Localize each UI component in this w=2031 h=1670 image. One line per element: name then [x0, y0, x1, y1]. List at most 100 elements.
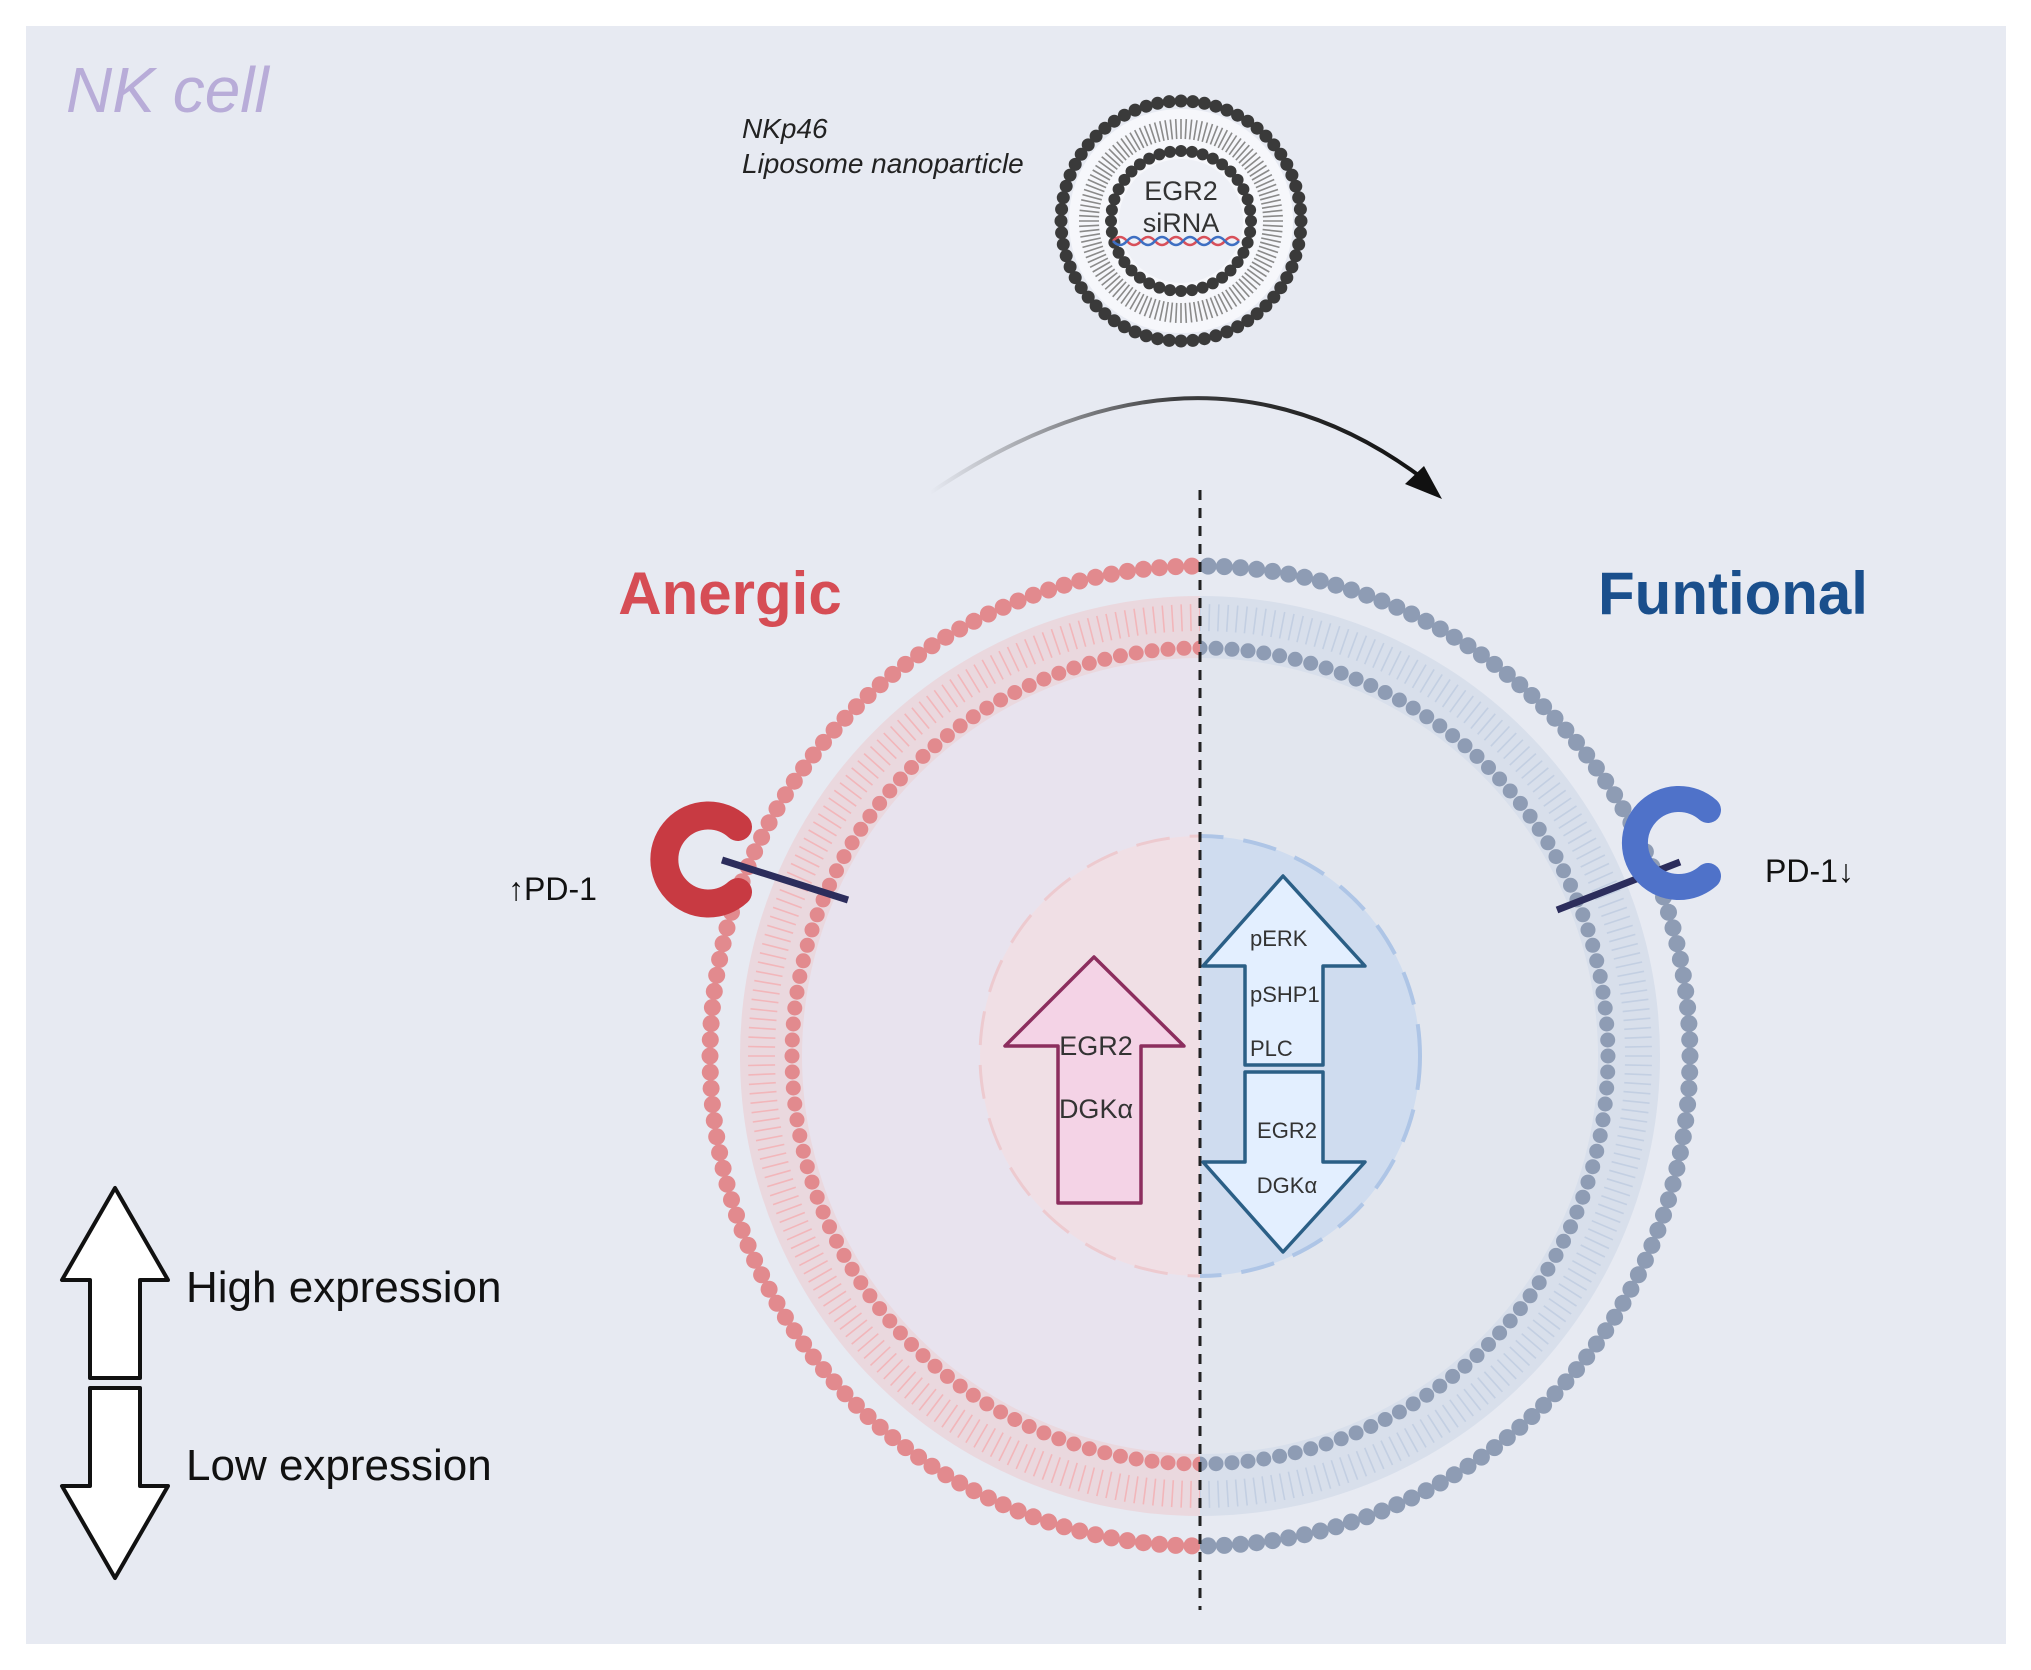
membrane-lipid-tail	[776, 1203, 802, 1215]
membrane-lipid-tail	[957, 1414, 973, 1439]
membrane-lipid-head	[1469, 1348, 1485, 1364]
membrane-lipid-head	[809, 907, 825, 923]
membrane-lipid-head	[746, 1251, 764, 1269]
liposome-lipid-tail	[1193, 301, 1198, 322]
membrane-lipid-head	[714, 1159, 732, 1177]
membrane-lipid-head	[1531, 821, 1547, 837]
liposome-lipid-tail	[1213, 127, 1224, 147]
membrane-lipid-tail	[1449, 1399, 1467, 1423]
membrane-lipid-head	[1071, 1522, 1089, 1540]
membrane-lipid-tail	[772, 1195, 799, 1206]
liposome-lipid-head	[1280, 271, 1294, 285]
liposome-lipid-tail	[1079, 214, 1100, 218]
membrane-lipid-tail	[748, 1081, 776, 1086]
membrane-lipid-head	[1021, 678, 1037, 693]
membrane-lipid-head	[1200, 1537, 1217, 1555]
membrane-lipid-tail	[1477, 1377, 1496, 1399]
membrane-lipid-head	[1192, 1456, 1200, 1472]
membrane-lipid-tail	[1217, 604, 1220, 632]
membrane-lipid-tail	[989, 655, 1004, 680]
liposome-lipid-head	[1105, 215, 1117, 227]
membrane-lipid-head	[1333, 665, 1349, 681]
membrane-lipid-head	[1128, 645, 1144, 661]
membrane-lipid-tail	[1434, 1409, 1451, 1433]
liposome-lipid-tail	[1079, 209, 1100, 214]
membrane-lipid-tail	[1594, 888, 1621, 901]
membrane-lipid-head	[1024, 586, 1042, 604]
liposome-lipid-head	[1244, 226, 1257, 238]
membrane-lipid-tail	[904, 713, 923, 735]
membrane-lipid-tail	[1287, 1471, 1295, 1499]
liposome-lipid-tail	[1188, 302, 1193, 323]
membrane-lipid-head	[1511, 1418, 1529, 1436]
liposome-lipid-head	[1196, 148, 1209, 161]
membrane-lipid-head	[1445, 728, 1461, 744]
membrane-lipid-head	[787, 1096, 803, 1112]
membrane-lipid-tail	[1208, 1480, 1211, 1508]
membrane-lipid-head	[787, 1000, 803, 1016]
membrane-lipid-head	[701, 1047, 719, 1065]
membrane-lipid-tail	[1322, 1462, 1332, 1489]
membrane-lipid-tail	[1015, 1443, 1028, 1470]
liposome-lipid-tail	[1262, 228, 1283, 233]
liposome-lipid-head	[1186, 95, 1200, 109]
membrane-lipid-head	[760, 814, 778, 832]
membrane-lipid-tail	[1532, 774, 1555, 793]
membrane-lipid-tail	[1496, 1359, 1517, 1380]
membrane-lipid-tail	[1584, 1236, 1610, 1250]
membrane-lipid-head	[952, 718, 968, 734]
membrane-lipid-tail	[1296, 1469, 1304, 1497]
liposome-lipid-tail	[1087, 178, 1107, 189]
membrane-lipid-tail	[823, 1290, 847, 1307]
liposome-lipid-tail	[1241, 275, 1258, 290]
membrane-lipid-head	[1167, 1536, 1185, 1554]
membrane-lipid-head	[739, 1236, 757, 1254]
membrane-lipid-tail	[1615, 1143, 1643, 1151]
membrane-lipid-tail	[857, 760, 879, 779]
liposome-lipid-tail	[1085, 183, 1105, 193]
membrane-lipid-head	[795, 1143, 811, 1159]
membrane-lipid-head	[1431, 1474, 1449, 1492]
membrane-lipid-head	[1405, 700, 1421, 716]
membrane-lipid-head	[1403, 605, 1421, 623]
membrane-lipid-tail	[1041, 1454, 1053, 1480]
liposome-lipid-tail	[1259, 193, 1280, 201]
membrane-lipid-tail	[786, 1228, 813, 1241]
membrane-lipid-tail	[1548, 1297, 1572, 1315]
membrane-lipid-tail	[1261, 1476, 1267, 1504]
membrane-lipid-tail	[1434, 679, 1451, 703]
membrane-lipid-tail	[794, 854, 820, 868]
membrane-lipid-tail	[897, 719, 917, 741]
membrane-lipid-head	[1311, 1522, 1329, 1540]
membrane-lipid-tail	[1161, 1479, 1166, 1507]
liposome-lipid-tail	[1082, 241, 1103, 249]
liposome-lipid-head	[1118, 173, 1131, 186]
membrane-lipid-tail	[839, 782, 862, 800]
membrane-lipid-head	[815, 1361, 832, 1379]
liposome-lipid-head	[1197, 332, 1211, 346]
membrane-lipid-head	[884, 665, 902, 683]
membrane-lipid-tail	[1313, 620, 1323, 647]
liposome-lipid-tail	[1261, 199, 1281, 205]
membrane-lipid-head	[1066, 1436, 1082, 1452]
membrane-lipid-tail	[845, 774, 868, 793]
membrane-lipid-head	[1134, 1534, 1152, 1552]
membrane-lipid-head	[1296, 1526, 1313, 1544]
membrane-lipid-tail	[1161, 605, 1166, 633]
anergic-upregulation-arrow	[1003, 955, 1186, 1205]
membrane-lipid-head	[711, 950, 729, 968]
membrane-lipid-tail	[1015, 642, 1028, 669]
membrane-lipid-tail	[1105, 613, 1113, 641]
membrane-lipid-tail	[926, 1394, 944, 1417]
membrane-lipid-tail	[762, 1160, 789, 1170]
liposome-lipid-head	[1196, 281, 1209, 294]
membrane-lipid-head	[1597, 1096, 1613, 1112]
membrane-lipid-tail	[748, 1064, 776, 1067]
membrane-lipid-tail	[1538, 1312, 1561, 1330]
down-arrow-icon: ↓	[1838, 853, 1854, 889]
membrane-lipid-head	[804, 1348, 822, 1366]
membrane-lipid-head	[1403, 1489, 1421, 1507]
membrane-lipid-tail	[1243, 1478, 1248, 1506]
membrane-lipid-head	[859, 687, 877, 704]
membrane-lipid-tail	[1114, 1473, 1122, 1501]
